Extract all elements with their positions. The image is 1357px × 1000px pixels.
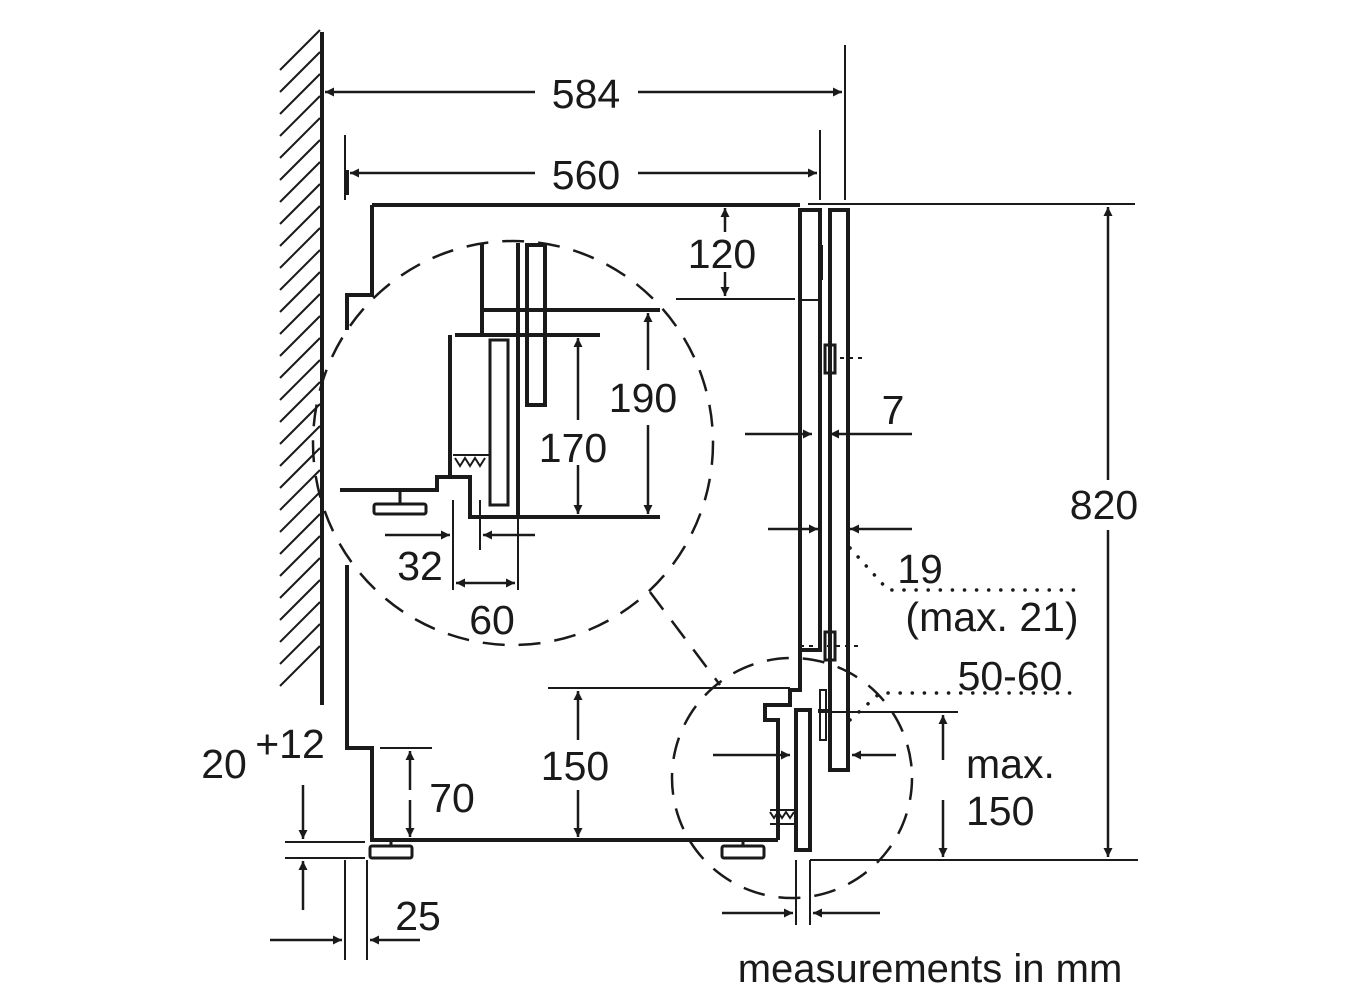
hatch-line <box>279 293 321 335</box>
label-70: 70 <box>429 775 475 821</box>
hatch-line <box>279 645 321 687</box>
hatch-line <box>279 623 321 665</box>
footnote: measurements in mm <box>738 947 1123 991</box>
label-150: 150 <box>541 743 609 789</box>
label-7: 7 <box>882 387 905 433</box>
wall-hatching <box>279 29 321 687</box>
hatch-line <box>279 469 321 511</box>
hatch-line <box>279 95 321 137</box>
hatch-line <box>279 117 321 159</box>
label-560: 560 <box>552 152 620 198</box>
label-19: 19 <box>897 546 943 592</box>
label-25: 25 <box>395 893 441 939</box>
dimension-arrows <box>270 87 1113 945</box>
label-60: 60 <box>469 597 515 643</box>
hatch-line <box>279 205 321 247</box>
detail-circle-hinge <box>311 239 721 686</box>
hatch-line <box>279 51 321 93</box>
label-plus-12: +12 <box>255 721 325 767</box>
extension-lines <box>285 45 1138 925</box>
hatch-line <box>279 227 321 269</box>
hatch-line <box>279 183 321 225</box>
hatch-line <box>279 513 321 555</box>
label-20: 20 <box>201 741 247 787</box>
hatch-line <box>279 491 321 533</box>
hatch-line <box>279 139 321 181</box>
label-32: 32 <box>397 543 443 589</box>
dotted-leaders <box>848 546 1077 722</box>
hatch-line <box>279 249 321 291</box>
hatch-line <box>279 381 321 423</box>
hatch-line <box>279 425 321 467</box>
hatch-line <box>279 337 321 379</box>
label-584: 584 <box>552 71 620 117</box>
label-50-60: 50-60 <box>958 653 1063 699</box>
label-max-21: (max. 21) <box>905 594 1078 640</box>
hatch-line <box>279 557 321 599</box>
hatch-line <box>279 315 321 357</box>
hatch-line <box>279 601 321 643</box>
hatch-line <box>279 161 321 203</box>
appliance-body <box>344 135 802 960</box>
dimension-labels: 584 560 120 190 170 7 820 19 (max. 21) 5… <box>201 71 1138 939</box>
furniture-panel <box>769 208 862 852</box>
hatch-line <box>279 359 321 401</box>
hatch-line <box>279 535 321 577</box>
hatch-line <box>279 403 321 445</box>
wall <box>279 29 324 705</box>
label-max-150: 150 <box>966 788 1034 834</box>
label-820: 820 <box>1070 482 1138 528</box>
hatch-line <box>279 29 321 71</box>
label-170: 170 <box>539 425 607 471</box>
hatch-line <box>279 73 321 115</box>
label-max: max. <box>966 741 1055 787</box>
label-190: 190 <box>609 375 677 421</box>
hatch-line <box>279 271 321 313</box>
hatch-line <box>279 579 321 621</box>
detail-circle-plinth <box>670 656 914 900</box>
label-120: 120 <box>688 231 756 277</box>
